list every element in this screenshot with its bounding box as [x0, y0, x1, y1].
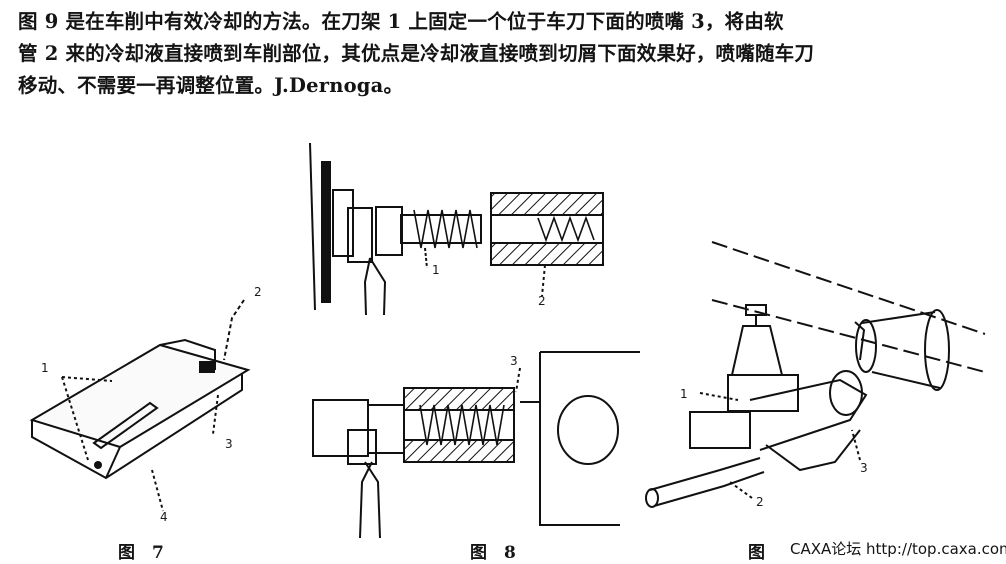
- fig8-label-1: 1: [432, 263, 440, 277]
- figure-9-drawing: [645, 241, 986, 508]
- paragraph-line-1: 图 9 是在车削中有效冷却的方法。在刀架 1 上固定一个位于车刀下面的喷嘴 3，…: [18, 10, 784, 33]
- fig9-label-3: 3: [860, 461, 868, 475]
- fig8-label-2: 2: [538, 294, 546, 308]
- figure-7-drawing: [29, 299, 251, 512]
- figure-8-caption: 图 8: [470, 543, 516, 563]
- fig7-label-2: 2: [254, 285, 262, 299]
- figure-8-drawing: [309, 142, 640, 539]
- fig9-label-2: 2: [756, 495, 764, 509]
- figure-9-caption: 图: [748, 543, 765, 563]
- fig7-label-3: 3: [225, 437, 233, 451]
- fig9-label-1: 1: [680, 387, 688, 401]
- fig7-label-4: 4: [160, 510, 168, 524]
- paragraph-line-2: 管 2 来的冷却液直接喷到车削部位，其优点是冷却液直接喷到切屑下面效果好，喷嘴随…: [18, 42, 815, 65]
- fig8-label-3: 3: [510, 354, 518, 368]
- paragraph-line-3: 移动、不需要一再调整位置。J.Dernoga。: [18, 74, 404, 97]
- watermark-text: CAXA论坛 http://top.caxa.com/: [790, 540, 1006, 558]
- description-paragraph: 图 9 是在车削中有效冷却的方法。在刀架 1 上固定一个位于车刀下面的喷嘴 3，…: [18, 6, 993, 102]
- fig7-label-1: 1: [41, 361, 49, 375]
- figure-7-caption: 图 7: [118, 543, 164, 563]
